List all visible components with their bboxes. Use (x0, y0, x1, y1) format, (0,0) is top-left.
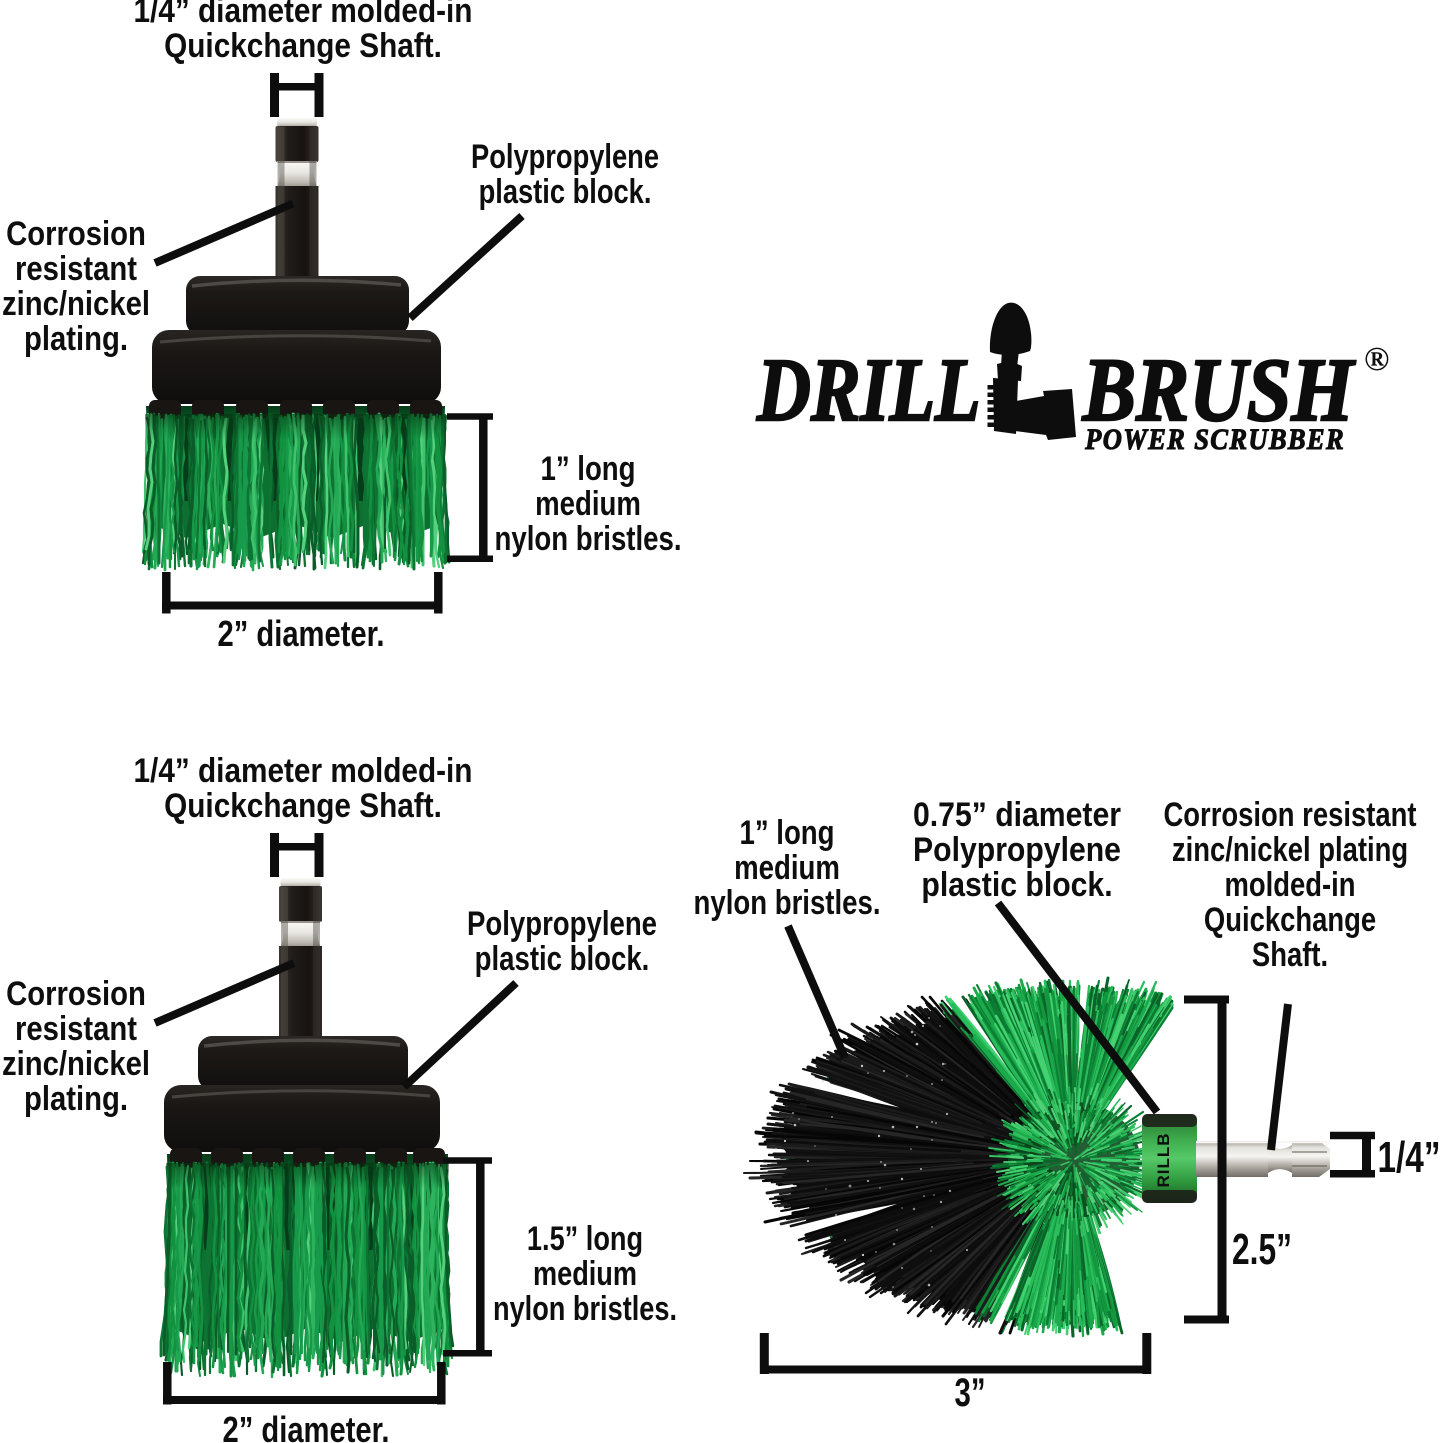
svg-text:RILLB: RILLB (1154, 1132, 1173, 1187)
